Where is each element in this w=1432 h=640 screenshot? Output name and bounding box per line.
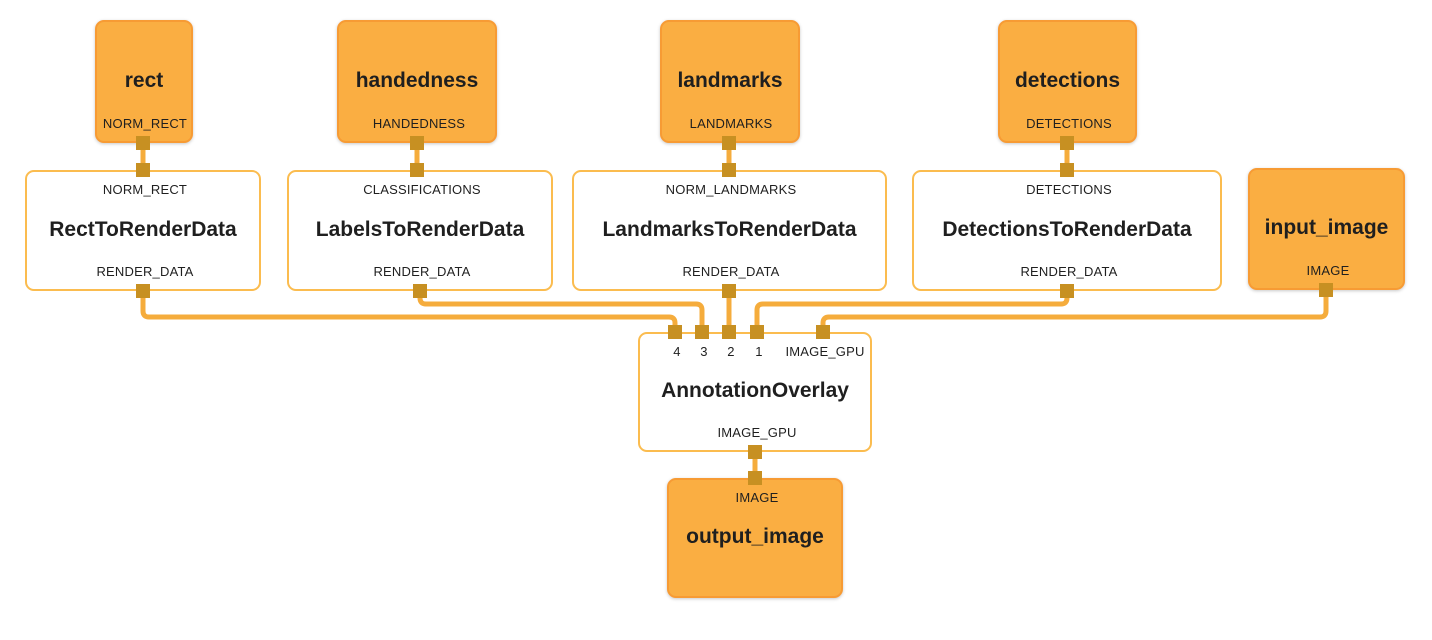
edge-input-image--annotation-overlay:IMAGE_GPU <box>820 290 1329 332</box>
node-title-landmarks: landmarks <box>677 68 783 92</box>
node-output-image[interactable]: IMAGE output_image <box>667 478 843 598</box>
input-port-label-rect-to-render-data: NORM_RECT <box>102 182 188 197</box>
node-title-landmarks-to-render-data: LandmarksToRenderData <box>602 217 857 241</box>
input-port-label-labels-to-render-data: CLASSIFICATIONS <box>363 182 481 197</box>
input-port-label-landmarks-to-render-data: NORM_LANDMARKS <box>665 182 797 197</box>
output-port-label-handedness: HANDEDNESS <box>372 116 466 131</box>
output-port-label-detections: DETECTIONS <box>1026 116 1112 131</box>
output-port-label-input-image: IMAGE <box>1306 263 1350 278</box>
input-port-label-detections-to-render-data: DETECTIONS <box>1026 182 1112 197</box>
output-port-label-landmarks: LANDMARKS <box>689 116 773 131</box>
node-title-labels-to-render-data: LabelsToRenderData <box>315 217 525 241</box>
output-port-label-rect-to-render-data: RENDER_DATA <box>96 264 194 279</box>
node-title-handedness: handedness <box>355 68 479 92</box>
node-title-annotation-overlay: AnnotationOverlay <box>661 379 849 403</box>
output-port-label-labels-to-render-data: RENDER_DATA <box>373 264 471 279</box>
node-title-detections-to-render-data: DetectionsToRenderData <box>942 217 1192 241</box>
input-port-label-output-image: IMAGE <box>735 490 779 505</box>
edge-detections-to-render-data--annotation-overlay:1 <box>754 291 1070 332</box>
input-port-label-annotation-overlay: 2 <box>727 344 735 359</box>
output-port-label-rect: NORM_RECT <box>102 116 188 131</box>
output-port-label-detections-to-render-data: RENDER_DATA <box>1020 264 1118 279</box>
edge-rect-to-render-data--annotation-overlay:4 <box>140 291 678 332</box>
input-port-label-annotation-overlay: 4 <box>673 344 681 359</box>
input-port-label-annotation-overlay: 3 <box>700 344 708 359</box>
output-port-label-landmarks-to-render-data: RENDER_DATA <box>682 264 780 279</box>
input-port-label-annotation-overlay: 1 <box>755 344 763 359</box>
node-title-input-image: input_image <box>1264 216 1389 240</box>
edge-labels-to-render-data--annotation-overlay:3 <box>417 291 705 332</box>
output-port-label-annotation-overlay: IMAGE_GPU <box>717 425 797 440</box>
input-port-label-annotation-overlay: IMAGE_GPU <box>785 344 865 359</box>
node-title-rect-to-render-data: RectToRenderData <box>49 217 237 241</box>
node-title-detections: detections <box>1014 68 1121 92</box>
node-title-output-image: output_image <box>686 525 824 549</box>
node-title-rect: rect <box>124 68 164 92</box>
